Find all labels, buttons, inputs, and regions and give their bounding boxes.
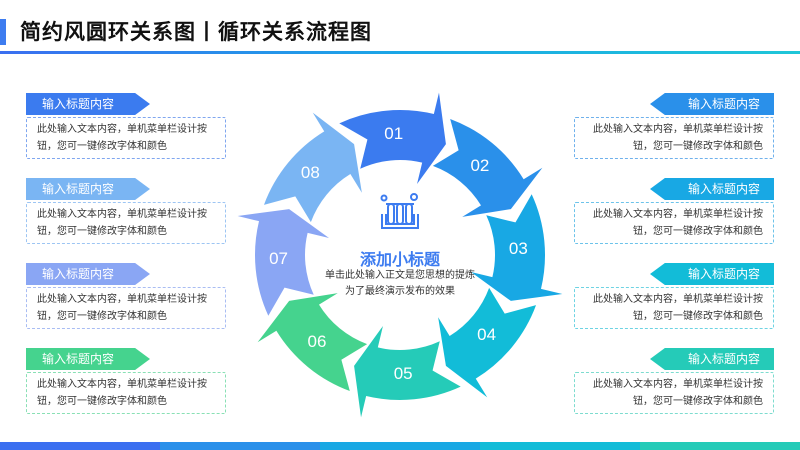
title-accent-bar — [0, 19, 6, 45]
card-title-tag: 输入标题内容 — [26, 348, 150, 370]
step-number: 02 — [470, 155, 490, 175]
step-number: 08 — [300, 162, 320, 182]
bottom-bar-segment — [640, 442, 800, 450]
card-text: 此处输入文本内容，单机菜单栏设计按钮，您可一键修改字体和颜色 — [26, 287, 226, 329]
page-title: 简约风圆环关系图丨循环关系流程图 — [20, 20, 372, 44]
card-title-tag: 输入标题内容 — [26, 178, 150, 200]
step-number: 03 — [508, 239, 528, 259]
step-number: 06 — [307, 332, 327, 352]
step-number: 07 — [269, 248, 288, 268]
card-text: 此处输入文本内容，单机菜单栏设计按钮，您可一键修改字体和颜色 — [26, 372, 226, 414]
cycle-arrow-06 — [257, 293, 368, 392]
center-icon — [378, 192, 422, 236]
cycle-arrow-03 — [470, 194, 563, 301]
card-text: 此处输入文本内容，单机菜单栏设计按钮，您可一键修改字体和颜色 — [574, 117, 774, 159]
bottom-color-bar — [0, 442, 800, 450]
card-text: 此处输入文本内容，单机菜单栏设计按钮，您可一键修改字体和颜色 — [574, 287, 774, 329]
card-title-tag: 输入标题内容 — [650, 348, 774, 370]
card-title-tag: 输入标题内容 — [650, 178, 774, 200]
step-number: 04 — [477, 325, 497, 345]
step-number: 05 — [393, 363, 413, 383]
cycle-arrow-04 — [438, 287, 537, 398]
bottom-bar-segment — [0, 442, 160, 450]
cycle-arrow-08 — [263, 112, 362, 223]
cycle-arrow-02 — [432, 118, 543, 217]
card-text: 此处输入文本内容，单机菜单栏设计按钮，您可一键修改字体和颜色 — [26, 117, 226, 159]
card-title-tag: 输入标题内容 — [26, 263, 150, 285]
card-text: 此处输入文本内容，单机菜单栏设计按钮，您可一键修改字体和颜色 — [26, 202, 226, 244]
cycle-arrow-05 — [354, 325, 461, 418]
bottom-bar-segment — [160, 442, 320, 450]
center-subtitle: 添加小标题 — [359, 250, 440, 269]
card-title-tag: 输入标题内容 — [26, 93, 150, 115]
card-text: 此处输入文本内容，单机菜单栏设计按钮，您可一键修改字体和颜色 — [574, 202, 774, 244]
card-title-tag: 输入标题内容 — [650, 93, 774, 115]
cycle-arrow-07 — [237, 209, 330, 316]
title-underline — [0, 51, 800, 54]
card-title-tag: 输入标题内容 — [650, 263, 774, 285]
test-tubes-icon — [380, 193, 419, 229]
bottom-bar-segment — [480, 442, 640, 450]
bottom-bar-segment — [320, 442, 480, 450]
step-number: 01 — [384, 124, 404, 144]
cycle-arrow-01 — [339, 92, 446, 185]
card-text: 此处输入文本内容，单机菜单栏设计按钮，您可一键修改字体和颜色 — [574, 372, 774, 414]
center-body-text: 单击此处输入正文是您思想的提炼为了最终演示发布的效果 — [325, 270, 475, 297]
